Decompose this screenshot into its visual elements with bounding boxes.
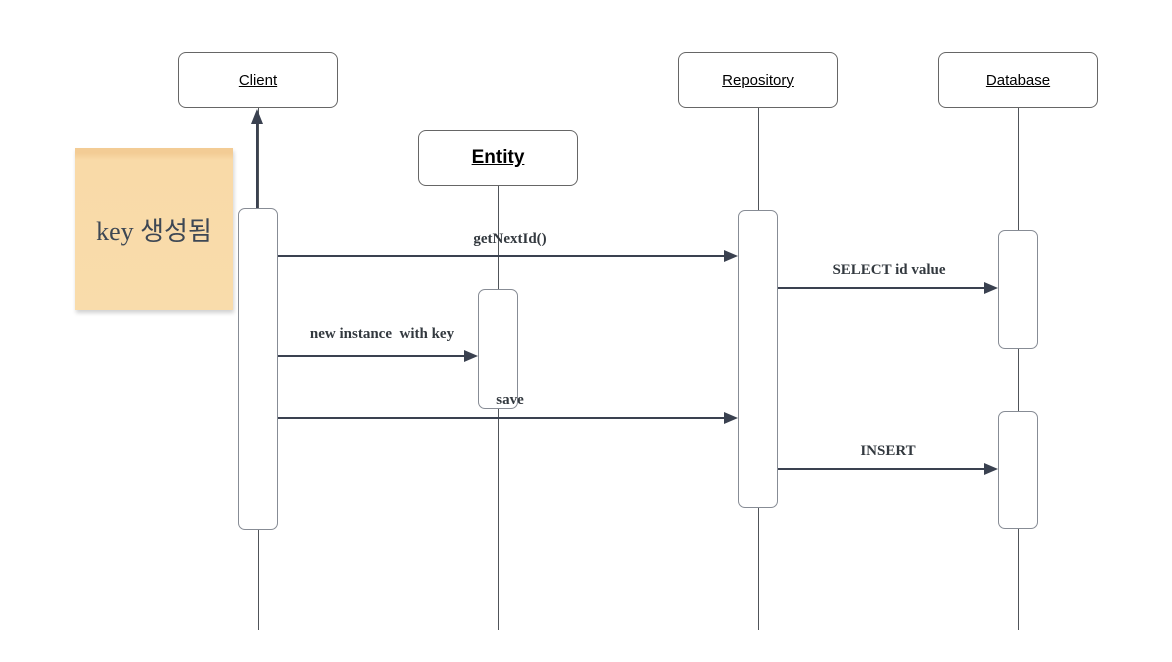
sticky-note-text: key 생성됨 <box>96 216 212 246</box>
lifeline-label-client: Client <box>238 71 278 89</box>
return-arrow-line <box>256 121 258 208</box>
activation-bar-client <box>238 208 278 530</box>
return-arrow-head-up-icon <box>251 109 263 124</box>
message-line-save <box>278 417 725 419</box>
message-label-insert: INSERT <box>860 443 916 459</box>
arrow-head-getnextid-icon <box>724 250 738 262</box>
arrow-head-new-instance-icon <box>464 350 478 362</box>
message-label-save: save <box>496 392 524 408</box>
lifeline-head-database: Database <box>938 52 1098 108</box>
message-label-new-instance: new instance with key <box>309 326 455 342</box>
activation-bar-entity <box>478 289 518 409</box>
lifeline-label-repository: Repository <box>722 71 794 89</box>
sticky-note: key 생성됨 <box>75 148 233 310</box>
message-line-insert <box>778 468 985 470</box>
message-label-select-id-value: SELECT id value <box>832 262 946 278</box>
activation-bar-repository <box>738 210 778 508</box>
lifeline-head-repository: Repository <box>678 52 838 108</box>
lifeline-head-entity: Entity <box>418 130 578 186</box>
message-line-new-instance <box>278 355 465 357</box>
arrow-head-save-icon <box>724 412 738 424</box>
lifeline-head-client: Client <box>178 52 338 108</box>
arrow-head-select-id-value-icon <box>984 282 998 294</box>
lifeline-label-database: Database <box>985 71 1051 89</box>
message-line-select-id-value <box>778 287 985 289</box>
activation-bar-database-2 <box>998 411 1038 529</box>
message-line-getnextid <box>278 255 725 257</box>
message-label-getnextid: getNextId() <box>473 231 547 247</box>
arrow-head-insert-icon <box>984 463 998 475</box>
lifeline-label-entity: Entity <box>471 147 525 168</box>
activation-bar-database-1 <box>998 230 1038 349</box>
lifeline-database <box>1018 107 1019 630</box>
